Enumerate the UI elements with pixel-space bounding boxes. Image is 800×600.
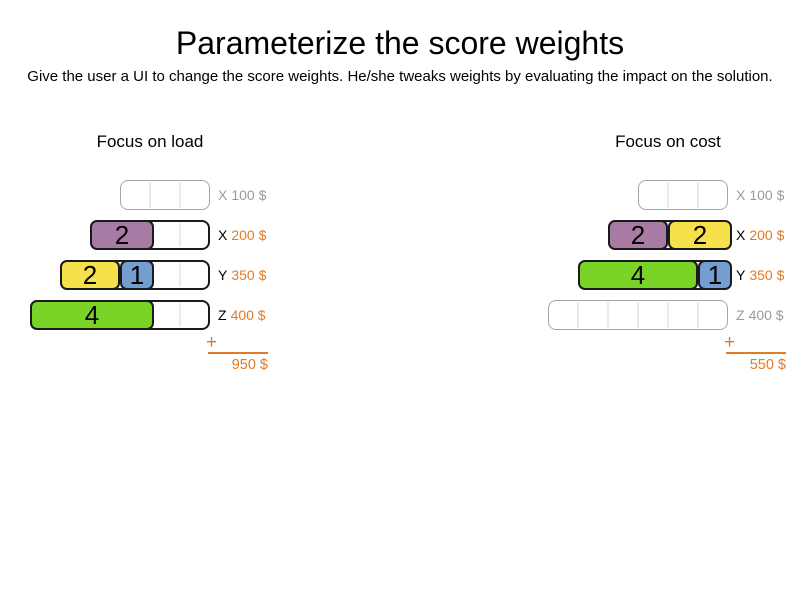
weight-value: 2 <box>114 220 130 250</box>
panel-heading: Focus on load <box>96 132 204 151</box>
unit-tick <box>178 182 181 208</box>
unit-tick <box>636 302 639 328</box>
total-cost: 950 $ <box>231 357 268 373</box>
capacity-slot[interactable]: 4 <box>30 300 210 330</box>
unit-tick <box>179 303 181 327</box>
unit-tick <box>666 302 669 328</box>
machine-price: 400 $ <box>230 307 266 323</box>
weight-chip-purple[interactable]: 2 <box>608 220 668 250</box>
capacity-slot[interactable] <box>120 180 210 210</box>
slide-title: Parameterize the score weights <box>175 25 625 61</box>
weight-value: 2 <box>630 220 646 250</box>
weight-chip-blue[interactable]: 1 <box>120 260 154 290</box>
machine-label: Y <box>736 267 746 283</box>
machine-price: 100 $ <box>231 187 267 203</box>
machine-price: 350 $ <box>231 267 267 283</box>
unit-tick <box>179 263 181 287</box>
plus-sign: + <box>206 332 218 353</box>
panel-heading: Focus on cost <box>615 132 721 151</box>
machine-label: Z <box>218 307 227 323</box>
plus-sign: + <box>724 332 736 353</box>
machine-label: X <box>736 227 746 243</box>
machine-price: 200 $ <box>749 227 785 243</box>
sum-line <box>726 352 786 354</box>
weight-chip-yellow[interactable]: 2 <box>60 260 120 290</box>
machine-price: 100 $ <box>749 187 785 203</box>
machine-label: Y <box>218 267 228 283</box>
weight-chip-blue[interactable]: 1 <box>698 260 732 290</box>
total-cost: 550 $ <box>749 357 786 373</box>
machine-label: X <box>218 227 228 243</box>
weight-chip-purple[interactable]: 2 <box>90 220 154 250</box>
weight-value: 1 <box>129 260 145 290</box>
slide-subtitle: Give the user a UI to change the score w… <box>27 68 773 85</box>
unit-tick <box>179 223 181 247</box>
sum-line <box>208 352 268 354</box>
machine-label: Z <box>736 307 745 323</box>
unit-tick <box>148 182 151 208</box>
machine-label: X <box>736 187 746 203</box>
unit-tick <box>666 182 669 208</box>
weight-value: 1 <box>707 260 723 290</box>
weight-chip-green[interactable]: 4 <box>30 300 154 330</box>
machine-price: 200 $ <box>231 227 267 243</box>
weight-value: 2 <box>82 260 98 290</box>
unit-tick <box>696 182 699 208</box>
weight-value: 2 <box>692 220 708 250</box>
unit-tick <box>606 302 609 328</box>
weight-value: 4 <box>630 260 646 290</box>
unit-tick <box>576 302 579 328</box>
capacity-slot[interactable] <box>548 300 728 330</box>
weight-value: 4 <box>84 300 100 330</box>
capacity-slot[interactable]: 2 <box>90 220 210 250</box>
unit-tick <box>696 302 699 328</box>
machine-label: X <box>218 187 228 203</box>
machine-price: 400 $ <box>748 307 784 323</box>
capacity-slot[interactable] <box>638 180 728 210</box>
machine-price: 350 $ <box>749 267 785 283</box>
weight-chip-green[interactable]: 4 <box>578 260 698 290</box>
weight-chip-yellow[interactable]: 2 <box>668 220 732 250</box>
